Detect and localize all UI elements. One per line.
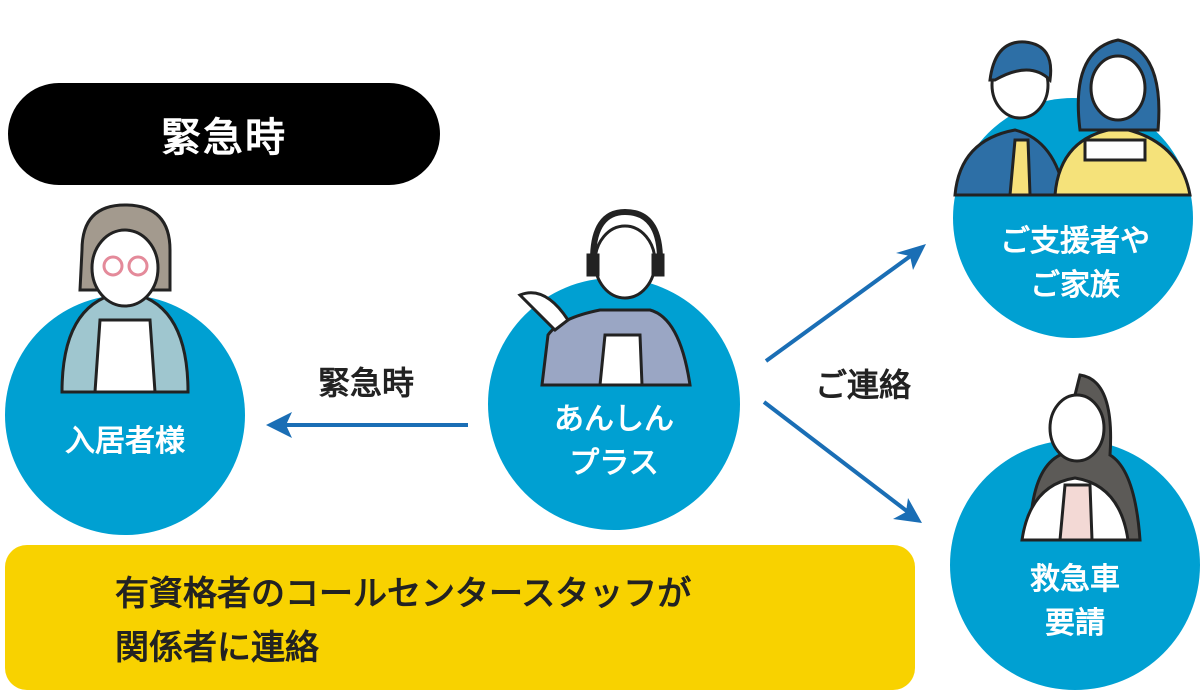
ambulance-label: 救急車 要請	[955, 558, 1195, 646]
arrow-to-resident	[266, 412, 468, 438]
callcenter-note-text: 有資格者のコールセンタースタッフが 関係者に連絡	[115, 567, 691, 675]
family-label-line2: ご家族	[1030, 268, 1120, 303]
resident-label-text: 入居者様	[65, 424, 185, 459]
operator-icon	[517, 208, 692, 387]
center-label-line1: あんしん	[554, 402, 674, 437]
center-label: あんしん プラス	[494, 398, 734, 486]
ambulance-circle	[950, 440, 1200, 690]
elderly-woman-icon	[60, 203, 190, 394]
family-label-line1: ご支援者や	[1000, 224, 1150, 259]
emergency-header-label: 緊急時	[161, 115, 287, 161]
callcenter-note-box	[5, 545, 915, 690]
emergency-arrow-label: 緊急時	[318, 364, 415, 402]
ambulance-label-line1: 救急車	[1030, 562, 1120, 597]
arrow-to-ambulance	[762, 400, 922, 523]
note-line2: 関係者に連絡	[115, 628, 319, 668]
arrow-to-family	[764, 244, 926, 363]
resident-label: 入居者様	[5, 420, 245, 464]
emergency-header-pill: 緊急時	[8, 83, 440, 185]
contact-arrow-label: ご連絡	[815, 366, 912, 404]
nurse-icon	[1020, 373, 1142, 542]
family-couple-icon	[953, 38, 1192, 197]
ambulance-label-line2: 要請	[1045, 606, 1105, 641]
note-line1: 有資格者のコールセンタースタッフが	[115, 574, 692, 614]
center-label-line2: プラス	[569, 446, 659, 481]
family-label: ご支援者や ご家族	[955, 220, 1195, 308]
